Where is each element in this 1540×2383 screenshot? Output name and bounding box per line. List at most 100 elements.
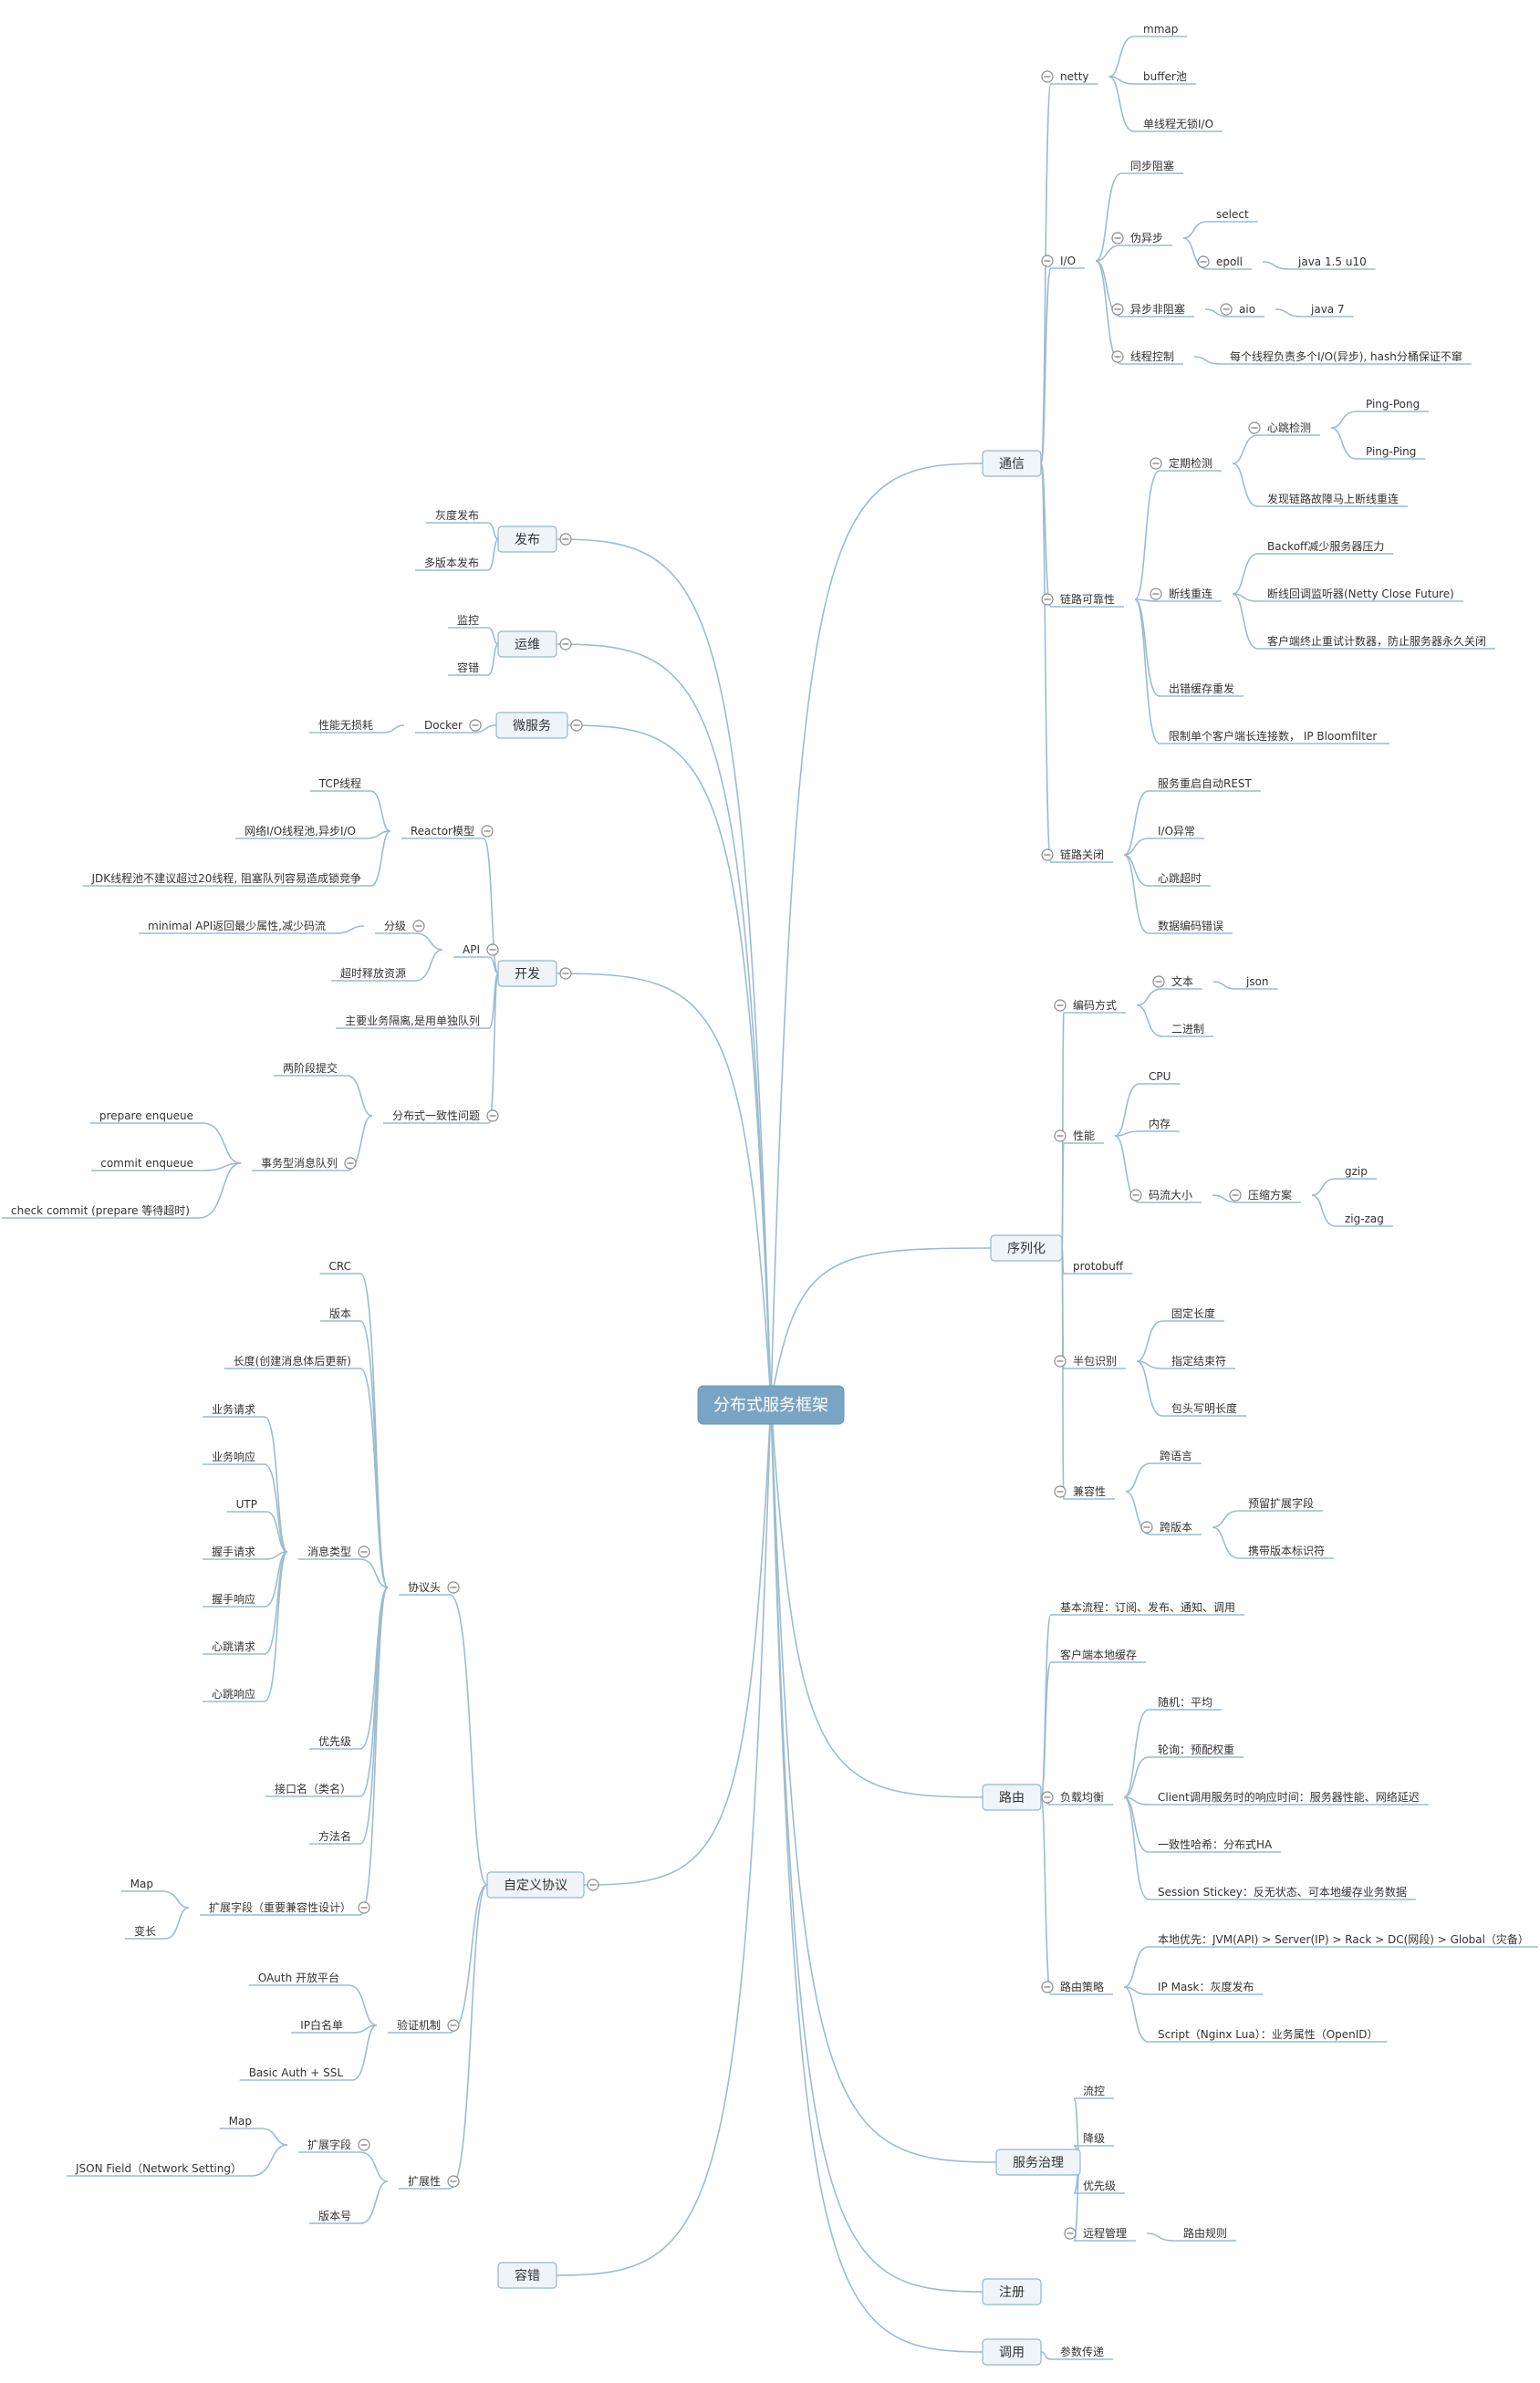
collapse-toggle-icon[interactable] — [344, 1157, 357, 1170]
topic-hsreq[interactable]: 握手请求 — [202, 1545, 265, 1560]
topic-random[interactable]: 随机：平均 — [1149, 1695, 1223, 1711]
topic-headlen[interactable]: 包头写明长度 — [1162, 1401, 1247, 1417]
topic-crossver[interactable]: 跨版本 — [1140, 1521, 1202, 1535]
topic-linkclose[interactable]: 链路关闭 — [1041, 848, 1114, 863]
topic-oauth[interactable]: OAuth 开放平台 — [248, 1971, 349, 1986]
collapse-toggle-icon[interactable] — [559, 638, 572, 650]
topic-select[interactable]: select — [1207, 208, 1258, 223]
topic-remote[interactable]: 远程管理 — [1064, 2226, 1137, 2242]
topic-jsonfield[interactable]: JSON Field（Network Setting） — [67, 2162, 251, 2177]
topic-gzip[interactable]: gzip — [1336, 1165, 1377, 1180]
topic-pub[interactable]: 发布 — [497, 526, 572, 553]
topic-script[interactable]: Script（Nginx Lua）：业务属性（OpenID） — [1149, 2027, 1388, 2043]
collapse-toggle-icon[interactable] — [1129, 1189, 1142, 1202]
collapse-toggle-icon[interactable] — [1197, 255, 1210, 268]
topic-roundrobin[interactable]: 轮询：预配权重 — [1149, 1743, 1244, 1758]
topic-binary[interactable]: 二进制 — [1162, 1023, 1214, 1037]
topic-reconnect[interactable]: 断线重连 — [1150, 587, 1223, 602]
topic-ops[interactable]: 运维 — [497, 630, 572, 658]
topic-map2[interactable]: Map — [219, 2115, 261, 2129]
topic-hbresp[interactable]: 心跳响应 — [202, 1687, 265, 1702]
topic-zigzag[interactable]: zig-zag — [1336, 1212, 1393, 1227]
topic-fault[interactable]: 容错 — [447, 661, 488, 676]
topic-tolerance[interactable]: 容错 — [497, 2262, 557, 2289]
topic-halfpkt[interactable]: 半包识别 — [1054, 1355, 1127, 1369]
collapse-toggle-icon[interactable] — [1054, 1485, 1067, 1498]
collapse-toggle-icon[interactable] — [1041, 255, 1054, 267]
collapse-toggle-icon[interactable] — [447, 1581, 460, 1594]
topic-gray[interactable]: 灰度发布 — [425, 508, 488, 524]
topic-proto[interactable]: 自定义协议 — [486, 1871, 599, 1899]
topic-isolate[interactable]: 主要业务隔离,是用单独队列 — [336, 1014, 489, 1029]
collapse-toggle-icon[interactable] — [1150, 588, 1162, 600]
root-topic[interactable]: 分布式服务框架 — [697, 1385, 845, 1425]
topic-degrade[interactable]: 降级 — [1074, 2132, 1115, 2147]
topic-pingping[interactable]: Ping-Ping — [1357, 445, 1426, 460]
topic-mem[interactable]: 内存 — [1139, 1118, 1181, 1132]
topic-utp[interactable]: UTP — [226, 1498, 266, 1513]
topic-params[interactable]: 参数传递 — [1051, 2345, 1114, 2360]
topic-reg[interactable]: 注册 — [982, 2278, 1042, 2305]
collapse-toggle-icon[interactable] — [1220, 303, 1233, 316]
collapse-toggle-icon[interactable] — [1140, 1521, 1153, 1534]
topic-epoll[interactable]: epoll — [1197, 255, 1253, 270]
topic-routepolicy[interactable]: 路由策略 — [1041, 1980, 1114, 1995]
topic-length[interactable]: 长度(创建消息体后更新) — [224, 1354, 360, 1369]
collapse-toggle-icon[interactable] — [1054, 1129, 1067, 1142]
topic-method[interactable]: 方法名 — [308, 1829, 360, 1845]
topic-extfield2[interactable]: 扩展字段 — [297, 2138, 370, 2153]
topic-hbreq[interactable]: 心跳请求 — [202, 1640, 265, 1655]
collapse-toggle-icon[interactable] — [559, 967, 572, 980]
topic-invoke[interactable]: 调用 — [982, 2338, 1042, 2366]
topic-map1[interactable]: Map — [120, 1878, 162, 1892]
topic-discover[interactable]: 发现链路故障马上断线重连 — [1258, 492, 1409, 507]
collapse-toggle-icon[interactable] — [481, 825, 494, 838]
collapse-toggle-icon[interactable] — [1041, 1981, 1054, 1993]
collapse-toggle-icon[interactable] — [1054, 999, 1067, 1012]
topic-bizresp[interactable]: 业务响应 — [202, 1450, 265, 1465]
topic-ser[interactable]: 序列化 — [990, 1234, 1063, 1262]
topic-compress[interactable]: 压缩方案 — [1229, 1188, 1302, 1203]
topic-basicflow[interactable]: 基本流程：订阅、发布、通知、调用 — [1051, 1600, 1245, 1616]
topic-fixlen[interactable]: 固定长度 — [1162, 1306, 1225, 1322]
topic-periodic[interactable]: 定期检测 — [1150, 456, 1223, 472]
topic-streamsize[interactable]: 码流大小 — [1129, 1189, 1202, 1203]
topic-version[interactable]: 版本 — [319, 1307, 360, 1322]
topic-heartbeat[interactable]: 心跳检测 — [1248, 421, 1321, 436]
topic-hbtimeout[interactable]: 心跳超时 — [1149, 871, 1212, 887]
topic-ipmask[interactable]: IP Mask：灰度发布 — [1149, 1980, 1264, 1995]
topic-micro[interactable]: 微服务 — [495, 712, 583, 739]
topic-protobuf[interactable]: protobuff — [1064, 1260, 1133, 1275]
topic-ipwhite[interactable]: IP白名单 — [291, 2018, 352, 2034]
topic-hprio[interactable]: 优先级 — [308, 1735, 360, 1750]
collapse-toggle-icon[interactable] — [1064, 2227, 1077, 2240]
collapse-toggle-icon[interactable] — [1150, 457, 1162, 470]
topic-io[interactable]: I/O — [1041, 255, 1086, 269]
topic-java15[interactable]: java 1.5 u10 — [1289, 255, 1376, 270]
collapse-toggle-icon[interactable] — [1152, 975, 1165, 988]
topic-compat[interactable]: 兼容性 — [1054, 1484, 1116, 1500]
topic-ioexc[interactable]: I/O异常 — [1149, 825, 1205, 839]
collapse-toggle-icon[interactable] — [1111, 350, 1124, 363]
topic-netty[interactable]: netty — [1041, 70, 1098, 85]
topic-syncblock[interactable]: 同步阻塞 — [1121, 159, 1184, 174]
topic-multiver[interactable]: 多版本发布 — [414, 556, 488, 571]
topic-decerr[interactable]: 数据编码错误 — [1149, 919, 1233, 934]
topic-tx[interactable]: 通信 — [982, 450, 1042, 477]
topic-aio[interactable]: aio — [1220, 303, 1265, 317]
topic-dist[interactable]: 分布式一致性问题 — [382, 1109, 499, 1124]
collapse-toggle-icon[interactable] — [1054, 1355, 1067, 1368]
topic-lb[interactable]: 负载均衡 — [1041, 1791, 1114, 1805]
collapse-toggle-icon[interactable] — [1229, 1189, 1242, 1202]
collapse-toggle-icon[interactable] — [1041, 1791, 1054, 1804]
topic-jdkpool[interactable]: JDK线程池不建议超过20线程, 阻塞队列容易造成锁竞争 — [82, 871, 370, 887]
topic-reserve[interactable]: 预留扩展字段 — [1239, 1496, 1324, 1512]
topic-crosslang[interactable]: 跨语言 — [1150, 1450, 1202, 1464]
topic-verflag[interactable]: 携带版本标识符 — [1239, 1544, 1335, 1559]
collapse-toggle-icon[interactable] — [1248, 421, 1261, 434]
topic-prepare[interactable]: prepare enqueue — [89, 1109, 203, 1124]
collapse-toggle-icon[interactable] — [559, 533, 572, 546]
topic-sticky[interactable]: Session Stickey：反无状态、可本地缓存业务数据 — [1149, 1885, 1416, 1900]
collapse-toggle-icon[interactable] — [1111, 303, 1124, 316]
collapse-toggle-icon[interactable] — [358, 1545, 370, 1558]
